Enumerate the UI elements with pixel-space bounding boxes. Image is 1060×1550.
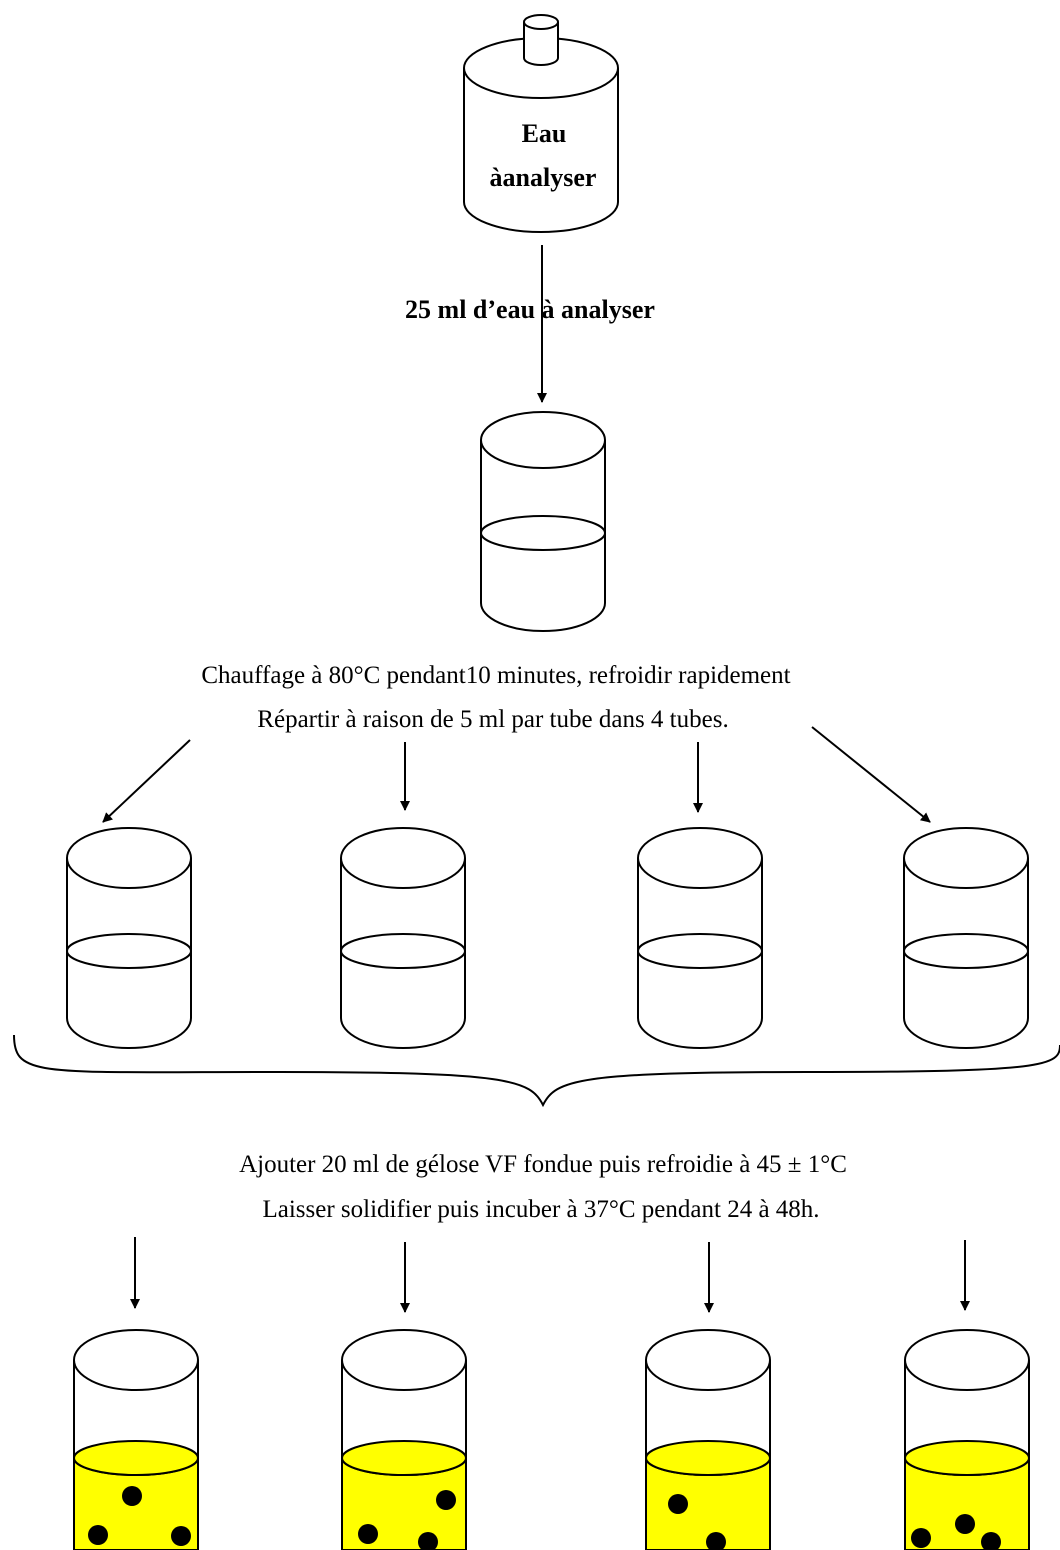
tube-opening	[645, 1329, 771, 1391]
agar-tube-2	[341, 1329, 467, 1550]
colony-1	[436, 1490, 456, 1510]
agar-tube-4	[904, 1329, 1030, 1550]
liquid-level	[637, 933, 763, 969]
water-tubes-row	[66, 827, 1029, 1049]
liquid-level	[66, 933, 192, 969]
water-tube-2	[340, 827, 466, 1049]
tube-body	[903, 858, 1029, 1049]
water-tube-1	[66, 827, 192, 1049]
tube-opening	[73, 1329, 199, 1391]
tube-opening	[66, 827, 192, 889]
tube-opening	[637, 827, 763, 889]
colony-1	[122, 1486, 142, 1506]
colony-2	[911, 1528, 931, 1548]
tube-body	[66, 858, 192, 1049]
liquid-level	[903, 933, 1029, 969]
water-tube-3	[637, 827, 763, 1049]
agar-tubes-row	[73, 1329, 1030, 1550]
step1-line2: Répartir à raison de 5 ml par tube dans …	[257, 706, 728, 733]
colony-1	[668, 1494, 688, 1514]
colony-3	[981, 1532, 1001, 1550]
agar-tube-1	[73, 1329, 199, 1550]
grouping-brace	[13, 1034, 1060, 1108]
tube-opening	[340, 827, 466, 889]
colony-1	[955, 1514, 975, 1534]
tube-opening	[904, 1329, 1030, 1391]
colony-2	[88, 1525, 108, 1545]
tube-opening	[341, 1329, 467, 1391]
liquid-level	[340, 933, 466, 969]
tube-opening	[903, 827, 1029, 889]
transfer-label: 25 ml d’eau à analyser	[405, 295, 655, 324]
water-bottle: Eau àanalyser	[463, 14, 619, 233]
agar-surface	[645, 1440, 771, 1476]
water-tube-4	[903, 827, 1029, 1049]
colony-2	[358, 1524, 378, 1544]
step2-line1: Ajouter 20 ml de gélose VF fondue puis r…	[239, 1151, 847, 1178]
tube-body	[340, 858, 466, 1049]
colony-3	[418, 1532, 438, 1550]
colony-2	[706, 1532, 726, 1550]
arrow-to-tube-4	[811, 726, 931, 823]
agar-surface	[73, 1440, 199, 1476]
agar-tube-3	[645, 1329, 771, 1550]
step2-line2: Laisser solidifier puis incuber à 37°C p…	[262, 1196, 819, 1223]
agar-surface	[904, 1440, 1030, 1476]
step1-line1: Chauffage à 80°C pendant10 minutes, refr…	[201, 662, 790, 689]
heating-beaker	[480, 411, 606, 632]
agar-surface	[341, 1440, 467, 1476]
bottle-label-line1: Eau	[522, 119, 567, 148]
colony-3	[171, 1526, 191, 1546]
arrow-to-tube-1	[102, 739, 191, 823]
tube-body	[637, 858, 763, 1049]
bottle-label-line2: àanalyser	[490, 163, 597, 192]
